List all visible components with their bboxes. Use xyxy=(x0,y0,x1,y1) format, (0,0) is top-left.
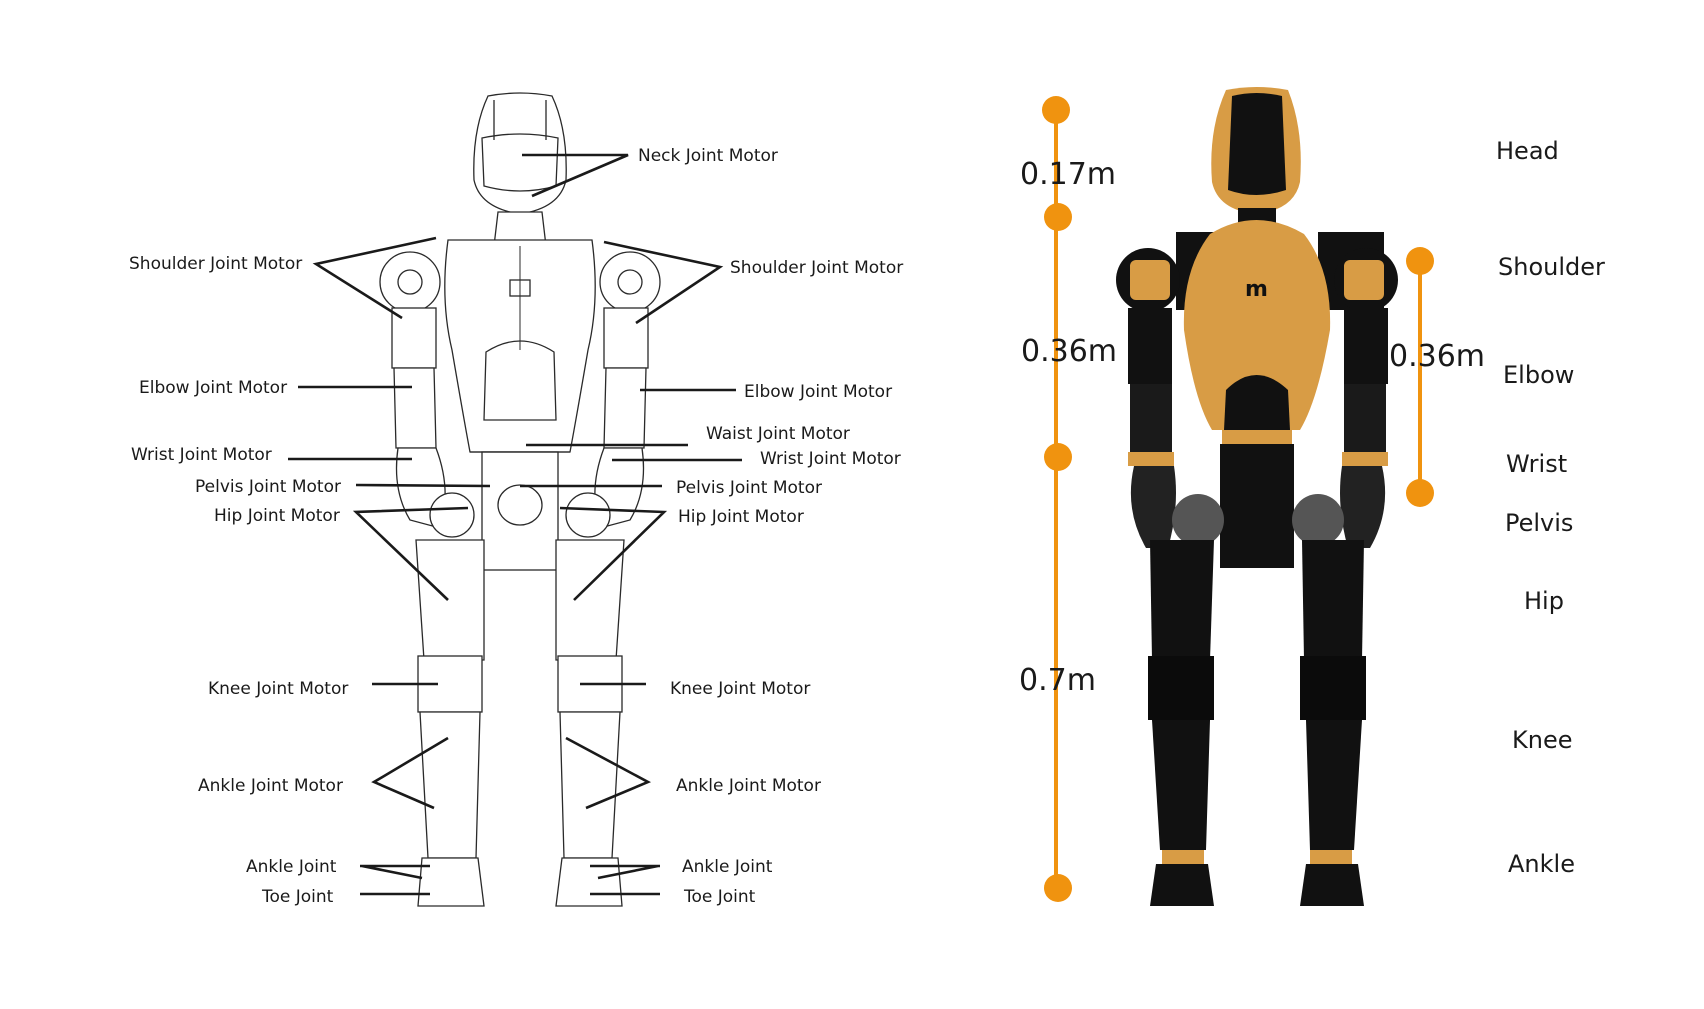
robot-thigh-right xyxy=(1302,540,1364,660)
scale-dot-bottom xyxy=(1044,874,1072,902)
label-knee-joint-motor-right: Knee Joint Motor xyxy=(670,679,810,699)
measurement-legs: 0.7m xyxy=(1019,663,1096,698)
label-shoulder-joint-motor-right: Shoulder Joint Motor xyxy=(730,258,903,278)
label-toe-joint-left: Toe Joint xyxy=(261,887,334,907)
arm-scale: 0.36m xyxy=(1389,247,1485,507)
robot-thigh-left xyxy=(1150,540,1214,660)
leader-lines xyxy=(288,153,742,896)
label-toe-joint-right: Toe Joint xyxy=(683,887,756,907)
label-ankle-joint-left: Ankle Joint xyxy=(246,857,337,877)
label-pelvis-joint-motor-left: Pelvis Joint Motor xyxy=(195,477,341,497)
part-label-hip: Hip xyxy=(1524,587,1564,615)
label-ankle-joint-motor-left: Ankle Joint Motor xyxy=(198,776,343,796)
arm-scale-dot-bottom xyxy=(1406,479,1434,507)
lineart-head xyxy=(473,92,567,215)
arm-scale-dot-top xyxy=(1406,247,1434,275)
part-label-knee: Knee xyxy=(1512,726,1572,754)
label-wrist-joint-motor-left: Wrist Joint Motor xyxy=(131,445,272,465)
measurement-arm: 0.36m xyxy=(1389,339,1485,374)
measurement-head: 0.17m xyxy=(1020,157,1116,192)
label-ankle-joint-motor-right: Ankle Joint Motor xyxy=(676,776,821,796)
label-elbow-joint-motor-left: Elbow Joint Motor xyxy=(139,378,287,398)
height-scale: 0.17m 0.36m 0.7m xyxy=(1019,96,1117,902)
label-hip-joint-motor-right: Hip Joint Motor xyxy=(678,507,804,527)
part-label-shoulder: Shoulder xyxy=(1498,253,1605,281)
scale-dot-top xyxy=(1042,96,1070,124)
part-label-wrist: Wrist xyxy=(1506,450,1567,478)
label-pelvis-joint-motor-right: Pelvis Joint Motor xyxy=(676,478,822,498)
lineart-shoulder-right xyxy=(599,251,661,313)
scale-dot-waist xyxy=(1044,443,1072,471)
lineart-shoulder-left xyxy=(379,251,441,313)
robot-chest xyxy=(1183,220,1331,430)
label-wrist-joint-motor-right: Wrist Joint Motor xyxy=(760,449,901,469)
label-knee-joint-motor-left: Knee Joint Motor xyxy=(208,679,348,699)
label-waist-joint-motor: Waist Joint Motor xyxy=(706,424,850,444)
label-neck-joint-motor: Neck Joint Motor xyxy=(638,146,778,166)
label-hip-joint-motor-left: Hip Joint Motor xyxy=(214,506,340,526)
body-part-labels: Head Shoulder Elbow Wrist Pelvis Hip Kne… xyxy=(1496,137,1605,878)
measurement-torso: 0.36m xyxy=(1021,334,1117,369)
part-label-ankle: Ankle xyxy=(1508,850,1575,878)
svg-text:m: m xyxy=(1245,277,1268,302)
lineart-waist xyxy=(481,451,559,571)
label-elbow-joint-motor-right: Elbow Joint Motor xyxy=(744,382,892,402)
scale-dot-neck xyxy=(1044,203,1072,231)
robot-waist xyxy=(1220,444,1294,568)
part-label-head: Head xyxy=(1496,137,1559,165)
part-label-pelvis: Pelvis xyxy=(1505,509,1573,537)
lineart-robot xyxy=(379,92,661,907)
motor-labels: Neck Joint Motor Shoulder Joint Motor Sh… xyxy=(129,146,903,907)
label-ankle-joint-right: Ankle Joint xyxy=(682,857,773,877)
part-label-elbow: Elbow xyxy=(1503,361,1574,389)
label-shoulder-joint-motor-left: Shoulder Joint Motor xyxy=(129,254,302,274)
rendered-robot: m xyxy=(1116,87,1398,906)
